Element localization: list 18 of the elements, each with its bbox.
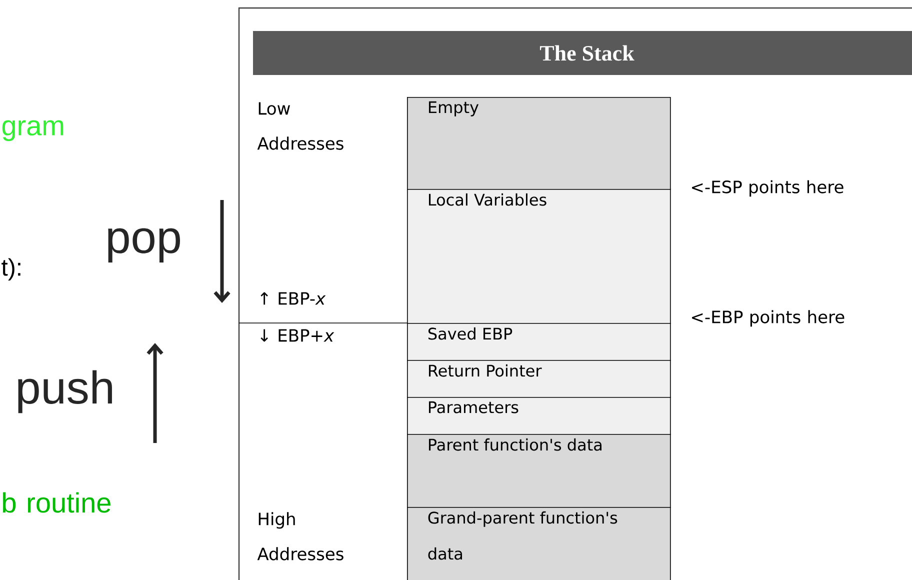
address-label: Low Addresses: [257, 102, 344, 150]
stack-cell: Return Pointer: [407, 360, 671, 398]
stack-cell: Parent function's data: [407, 434, 671, 508]
stack-cell: Saved EBP: [407, 323, 671, 361]
title-bar: The Stack: [253, 31, 912, 75]
offset-label: ↓ EBP+x: [260, 329, 334, 342]
note-text: t):: [2, 258, 20, 281]
stack-cell: Grand-parent function's data: [407, 507, 671, 580]
address-label: High Addresses: [257, 512, 344, 560]
offset-label: ↑ EBP-x: [260, 292, 326, 305]
stack-cell: Parameters: [407, 397, 671, 435]
operation-label: pop: [108, 228, 180, 262]
stack-cell: Empty: [407, 97, 671, 190]
operation-label: push: [18, 370, 112, 414]
note-text: gram: [2, 120, 64, 142]
pointer-label: <-EBP points here: [692, 310, 844, 327]
pointer-label: <-ESP points here: [692, 180, 844, 197]
note-text: b routine: [3, 492, 110, 513]
